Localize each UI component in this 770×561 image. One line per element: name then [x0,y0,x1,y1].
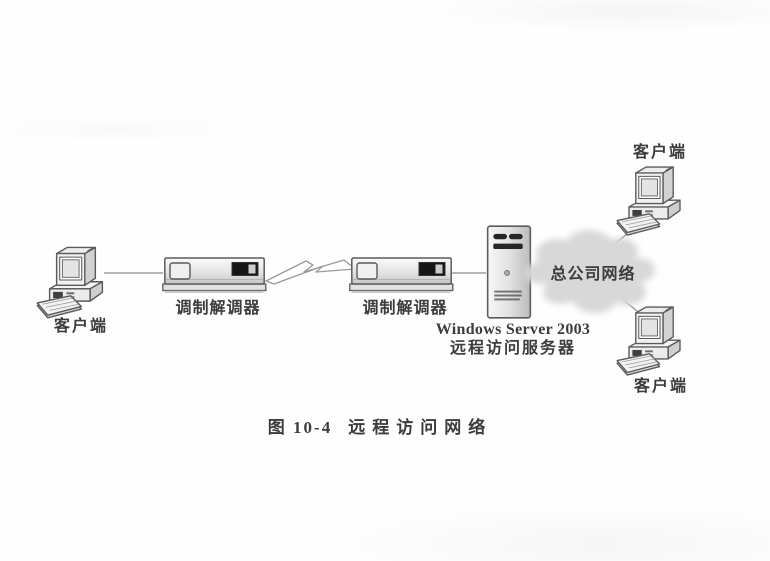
server-tower-icon [486,225,532,319]
label-modem-left: 调制解调器 [175,300,261,317]
label-client-left: 客户端 [53,318,109,335]
desktop-computer-icon-bottom-right [616,306,681,376]
figure-caption-number: 图 10-4 [267,418,333,437]
modem-icon-right [349,257,454,294]
label-server-subtitle: 远程访问服务器 [449,340,577,357]
network-cloud-icon [525,230,655,313]
figure-caption: 图 10-4 远程访问网络 [268,413,492,438]
label-client-bottom-right: 客户端 [633,378,689,395]
modem-icon-left [162,257,267,294]
desktop-computer-icon-left [36,246,104,319]
label-modem-right: 调制解调器 [362,300,448,317]
desktop-computer-icon-top-right [616,166,681,236]
label-cloud: 总公司网络 [550,266,636,283]
label-server-title: Windows Server 2003 [435,321,591,338]
lightning-dialup-link-icon [265,259,356,285]
label-client-top-right: 客户端 [632,144,688,161]
figure-caption-title: 远程访问网络 [348,418,493,437]
